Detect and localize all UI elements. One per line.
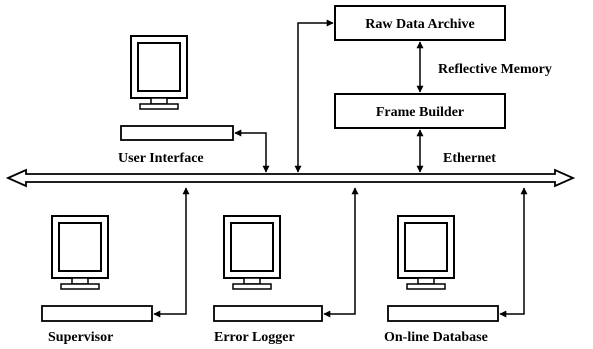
user-interface-label: User Interface <box>118 151 204 166</box>
raw-data-archive-box: Raw Data Archive <box>334 5 506 41</box>
error-logger-computer: Error Logger <box>213 215 323 345</box>
user-interface-computer: User Interface <box>118 35 234 166</box>
online-database-computer: On-line Database <box>384 215 499 345</box>
online-database-label: On-line Database <box>384 330 488 345</box>
frame-builder-box: Frame Builder <box>334 93 506 129</box>
supervisor-monitor-icon <box>51 215 109 290</box>
supervisor-label: Supervisor <box>48 330 113 345</box>
error-logger-label: Error Logger <box>214 330 295 345</box>
user-interface-monitor-icon <box>130 35 188 110</box>
error-logger-monitor-icon <box>223 215 281 290</box>
supervisor-keyboard-icon <box>41 305 153 322</box>
frame-builder-label: Frame Builder <box>376 105 464 120</box>
user-interface-ethernet-arrow <box>234 129 270 173</box>
user-interface-keyboard-icon <box>120 125 234 141</box>
online-database-keyboard-icon <box>387 305 499 322</box>
online-database-monitor-icon <box>397 215 455 290</box>
online-database-ethernet-arrow <box>499 187 528 318</box>
raw-data-archive-label: Raw Data Archive <box>365 17 474 32</box>
error-logger-ethernet-arrow <box>323 187 359 318</box>
supervisor-computer: Supervisor <box>41 215 153 345</box>
ethernet-bus <box>5 168 576 188</box>
error-logger-keyboard-icon <box>213 305 323 322</box>
reflective-memory-label: Reflective Memory <box>438 62 552 77</box>
supervisor-ethernet-arrow <box>153 187 190 318</box>
ethernet-label: Ethernet <box>443 151 496 166</box>
raw-data-archive-ethernet-arrow <box>294 19 334 173</box>
